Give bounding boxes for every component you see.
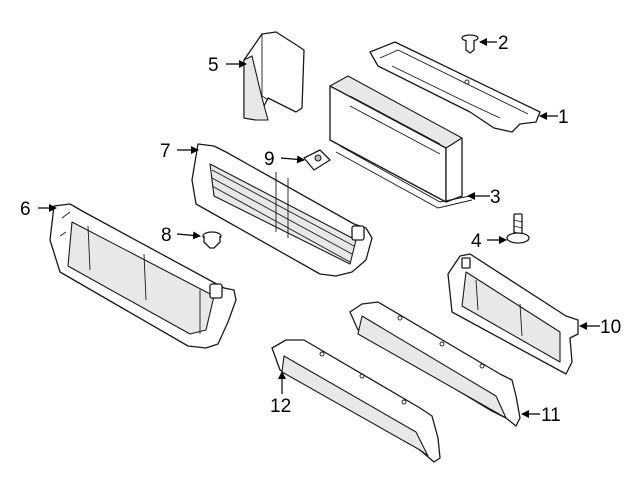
leader-8: [176, 231, 201, 240]
part-9-clip-nut: [303, 149, 331, 171]
callout-3: 3: [490, 187, 501, 208]
callout-5: 5: [208, 55, 219, 76]
part-2-push-pin: [461, 34, 479, 54]
part-8-screw: [202, 231, 222, 249]
part-12-lower-valance: [271, 339, 441, 463]
part-11-lower-deflector: [349, 301, 521, 427]
part-6-outer-grille-frame: [49, 203, 237, 349]
part-1-upper-deflector: [369, 41, 541, 133]
callout-9: 9: [264, 149, 275, 170]
callout-2: 2: [498, 33, 509, 54]
callout-6: 6: [20, 199, 31, 220]
callout-1: 1: [558, 107, 569, 128]
callout-11: 11: [541, 405, 561, 426]
part-10-lower-bracket: [447, 253, 579, 375]
callout-10: 10: [600, 317, 621, 338]
part-5-side-air-guide: [243, 31, 305, 121]
part-3-shutter-housing: [329, 75, 473, 209]
callout-7: 7: [160, 141, 171, 162]
callout-8: 8: [161, 225, 172, 246]
callout-4: 4: [471, 231, 482, 252]
part-4-stud: [506, 213, 530, 244]
part-7-louvered-grille: [191, 143, 373, 277]
callout-12: 12: [270, 396, 291, 417]
leader-9: [280, 155, 305, 164]
